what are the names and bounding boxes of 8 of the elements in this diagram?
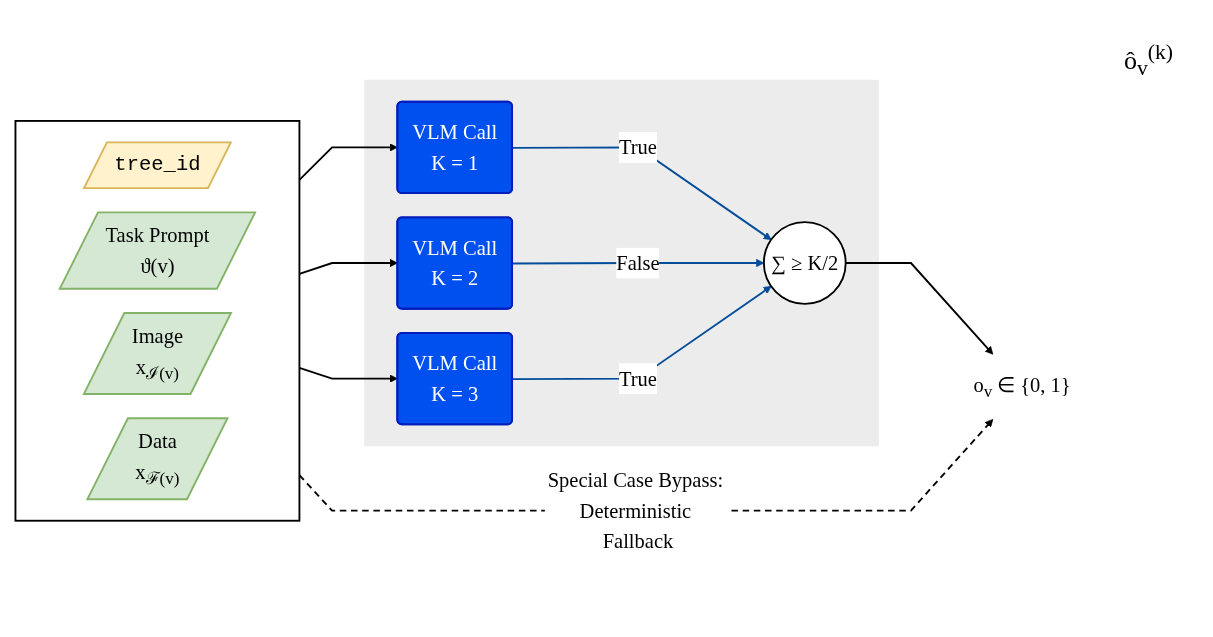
node-circle: ∑ ≥ K/2 [762,221,847,305]
edge-label: True [618,366,657,391]
cluster [364,79,879,447]
edge-label: True [618,135,657,160]
cluster [14,120,301,522]
edge-label: Special Case Bypass: Deterministic Fallback [547,468,724,554]
edge-label: False [616,251,660,275]
node-text: o$_{v}$ ∈ {0, 1} [973,372,1071,401]
